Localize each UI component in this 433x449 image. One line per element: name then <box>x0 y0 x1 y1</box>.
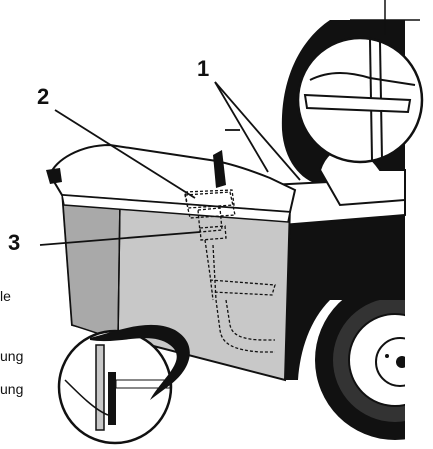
text-fragment-1: le <box>0 288 11 304</box>
lid-handle <box>213 150 226 188</box>
detail-circle-lower <box>57 329 173 445</box>
detail-circle-upper <box>296 0 424 164</box>
callout-3: 3 <box>8 230 21 255</box>
callout-1: 1 <box>197 56 210 81</box>
callout-2: 2 <box>37 84 50 109</box>
detail-lower-shape <box>90 324 190 400</box>
grass-catcher-lid <box>48 143 297 214</box>
leader-lines <box>39 81 301 246</box>
text-fragment-3: ung <box>0 381 24 397</box>
text-fragment-2: ung <box>0 348 24 364</box>
latch-bracket-2 <box>184 189 235 209</box>
hidden-linkage <box>184 191 276 353</box>
mower-side-black <box>282 195 405 380</box>
bag-side-panel <box>61 189 121 342</box>
